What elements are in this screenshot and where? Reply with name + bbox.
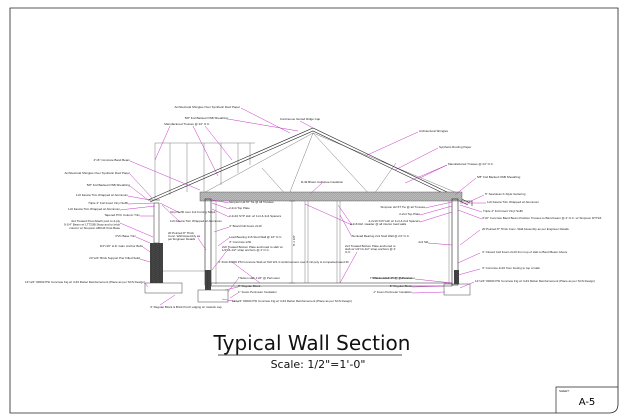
label: Architectural Shingles Over Synthetic Ro…: [174, 105, 240, 109]
ceiling-insulation: [199, 191, 463, 202]
label: Simpson H2.5T Tie @ all Trusses: [229, 200, 274, 204]
footing-right: [443, 283, 471, 296]
label: Architectural Shingles Over Synthetic Ro…: [64, 171, 130, 175]
label: Continuous Vented Ridge Cap: [280, 117, 321, 121]
label: 12"x24" #3000 PSI Concrete Ftg w/ 3-#4 R…: [232, 299, 352, 303]
label: 5/8" Foil Backed OSB Sheathing: [185, 116, 229, 120]
label: 8" Regular Block: [390, 284, 413, 288]
left-labels: Architectural Shingles Over Synthetic Ro…: [25, 105, 240, 284]
label: 5/8" Foil Backed OSB Sheathing: [477, 175, 521, 179]
label: 4" Concrete Infill: [229, 240, 251, 244]
label: 1x6 Fascia Trim Wrapped w/ Aluminum: [170, 219, 222, 223]
label: 4" Concrete 2x16 from footing to top of …: [482, 266, 540, 270]
sheet-border: [9, 7, 619, 414]
label: 4"x6" Concrete Band Beam Position Trusse…: [482, 216, 601, 220]
label: PVC Base Trim: [115, 234, 136, 238]
label: 24"x24" Brick Support Pier Filled Solid: [89, 256, 140, 260]
label: Load Bearing 2x6 Stud Wall @ 16" O.C.: [229, 235, 282, 239]
label: Triple 4" Foil Insert Vinyl Soffit: [88, 201, 128, 205]
label: R-49 Blown Cellulose Insulation: [301, 180, 344, 184]
footing-left: [197, 289, 229, 303]
label: Synthetic Roofing Paper: [439, 145, 471, 149]
label: 2-2x6 Ref. Header @ all interior load wa…: [350, 222, 407, 226]
center-labels: 4" Regular Block & Brick Porch edging w/…: [150, 117, 412, 309]
label: 12"x24" #3000 PSI Concrete Ftg w/ 3-#4 R…: [25, 280, 145, 284]
sheet-number: A-5: [579, 397, 596, 408]
label: 4" Board Gill Foam 2x10: [229, 224, 262, 228]
label: Vinyl Soffit over 1x4 Furring Strips: [170, 210, 216, 214]
label: Simpson H2.5T Tie @ all Trusses: [380, 205, 425, 209]
porch-column: [144, 202, 205, 294]
label: 2x6 Treated Bottom Plate anchored to sla…: [222, 245, 283, 252]
label: 20 Pointed 8" Thick Conc. Wall Assembly …: [482, 227, 569, 231]
porch-siding: [154, 142, 255, 200]
dimension-text: 8'-1 1/8": [292, 235, 296, 246]
label: 5" Seamless K-Style Guttering: [485, 192, 526, 196]
left-wall: [204, 198, 217, 290]
height-dimension: 8'-1 1/8": [289, 200, 296, 284]
leader-lines: [119, 107, 486, 306]
label: 2-2x4 Top Plate: [399, 212, 420, 216]
label: 1" Foam Perimeter Insulation: [373, 290, 412, 294]
label: 3/4"x16" H.D. Galv. Anchor Bolts: [100, 244, 144, 248]
right-wall: [448, 198, 459, 286]
drawing-scale: Scale: 1/2"=1'-0": [271, 358, 366, 371]
slab: [210, 282, 453, 287]
label: 1x6 Fascia Trim Wrapped w/ Aluminum: [68, 207, 120, 211]
label: 2-2x10 SYP Hdr w/ 1x4 & 2x4 Spacers: [369, 219, 421, 223]
label: 1" Foam Perimeter Insulation: [238, 290, 277, 294]
title-block: SHEET: A-5: [555, 386, 618, 413]
label: 4" thick #3000 PSI Concrete Slab w/ 6x6 …: [218, 260, 349, 264]
label: Thicken slab 1'x8" @ Perimeter: [238, 276, 280, 280]
label: 5/8" Foil Backed OSB Sheathing: [87, 183, 131, 187]
label: 8" Regular Block: [238, 284, 261, 288]
label: Triple 4" Foil Insert Vinyl Soffit: [483, 209, 523, 213]
drawing-title: Typical Wall Section: [213, 331, 411, 355]
interior-walls: [304, 201, 341, 283]
label: 1x6 Fascia Trim Wrapped w/ Aluminum: [487, 200, 539, 204]
label: 2-2x4 Top Plate: [229, 206, 250, 210]
label: 12"x24" #3000 PSI Concrete Ftg w/ 3-#4 R…: [475, 279, 595, 283]
label: Thicken slab 1'x8" @ Perimeter: [370, 276, 412, 280]
label: Manufactured Trusses @ 24" O.C.: [164, 122, 210, 126]
label: Nonload Bearing 2x4 Stud Wall @ 24" O.C.: [352, 234, 410, 238]
label: 2-2x10 SYP Hdr. w/ 1x4 & 2x4 Spacers: [229, 214, 282, 218]
right-labels: Architectural Shingles Synthetic Roofing…: [369, 129, 602, 294]
label: 4"x6" Concrete Band Beam: [94, 158, 131, 162]
label: 4" Closed Cell Foam 2x10 from top of sla…: [482, 250, 568, 254]
label: Manufactured Trusses @ 24" O.C.: [448, 162, 494, 166]
label: Tapered PVC Column Trim: [104, 213, 140, 217]
label: 1x6 Fascia Trim Wrapped w/ Aluminum: [76, 193, 128, 197]
label: 2x4 Sill: [418, 240, 428, 244]
label: Thicken slab 1'x8" @ Perimeter: [373, 276, 415, 280]
sheet-label: SHEET:: [559, 389, 570, 393]
label: 4" Regular Block & Brick Porch edging w/…: [150, 305, 222, 309]
label: Architectural Shingles: [419, 129, 449, 133]
